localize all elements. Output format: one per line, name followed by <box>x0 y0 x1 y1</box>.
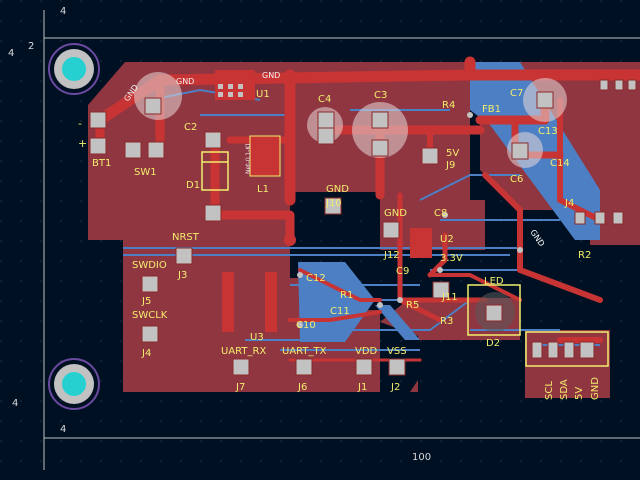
label-c12: C12 <box>306 273 326 284</box>
label-sw1: SW1 <box>134 167 157 178</box>
label-5v: 5V <box>446 148 459 159</box>
label-uart-tx: UART_TX <box>282 346 327 357</box>
label-3v3: 3.3V <box>440 253 463 264</box>
label-u2: U2 <box>440 234 454 245</box>
label-j10: J10 <box>325 198 342 209</box>
label-r5: R5 <box>406 300 419 311</box>
label-r3: R3 <box>440 316 453 327</box>
label-j3: J3 <box>177 270 187 281</box>
label-r1: R1 <box>340 290 353 301</box>
label-c11: C11 <box>330 306 350 317</box>
label-scl: SCL <box>544 381 555 400</box>
dim-left-top: 4 <box>8 48 14 59</box>
label-j11: J11 <box>441 292 458 303</box>
label-j6: J6 <box>297 382 307 393</box>
label-nrst: NRST <box>172 232 200 243</box>
label-gnd-3: GND <box>262 71 280 80</box>
smd-pads <box>215 70 432 332</box>
label-u3: U3 <box>250 332 264 343</box>
label-5v-hdr: 5V <box>574 387 585 400</box>
label-u1: U1 <box>256 89 270 100</box>
label-gnd-j10: GND <box>326 184 349 195</box>
label-j9: J9 <box>445 160 455 171</box>
dim-bottom-left: 4 <box>12 398 18 409</box>
vias <box>284 112 523 328</box>
label-d1: D1 <box>186 180 200 191</box>
label-c13: C13 <box>538 126 558 137</box>
label-c2: C2 <box>184 122 197 133</box>
label-gnd-j12: GND <box>384 208 407 219</box>
diode-d1 <box>201 151 229 191</box>
label-j12: J12 <box>383 250 400 261</box>
label-d2: D2 <box>486 338 500 349</box>
label-c6: C6 <box>510 174 523 185</box>
label-j1: J1 <box>357 382 367 393</box>
led-outline <box>467 284 521 336</box>
label-gnd-hdr: GND <box>590 377 601 400</box>
mounting-hole-top <box>48 43 100 95</box>
label-r4: R4 <box>442 100 455 111</box>
label-swclk: SWCLK <box>132 310 168 321</box>
label-c4: C4 <box>318 94 331 105</box>
minus-mark: - <box>78 117 82 130</box>
label-fb1: FB1 <box>482 104 501 115</box>
label-c9: C9 <box>396 266 409 277</box>
label-j7: J7 <box>235 382 245 393</box>
label-j2: J2 <box>390 382 400 393</box>
label-swdio: SWDIO <box>132 260 167 271</box>
dim-left-offset: 2 <box>28 41 34 52</box>
label-vss: VSS <box>387 346 407 357</box>
label-vdd: VDD <box>355 346 378 357</box>
polarity-marks: - + <box>78 117 87 150</box>
label-c14: C14 <box>550 158 570 169</box>
connector-j4-outline <box>525 331 609 367</box>
label-bt1: BT1 <box>92 158 111 169</box>
dim-top: 4 <box>60 6 66 17</box>
label-j5: J5 <box>141 296 151 307</box>
label-led: LED <box>484 276 504 287</box>
dimension-markers: 4 4 2 4 4 100 <box>8 6 431 463</box>
label-c7: C7 <box>510 88 523 99</box>
dim-width: 100 <box>412 452 431 463</box>
label-l1: L1 <box>257 184 269 195</box>
dim-bottom-width: 4 <box>60 424 66 435</box>
silkscreen-labels: GND GND GND U1 C2 C4 C3 R4 FB1 C7 C13 C6… <box>92 71 601 400</box>
label-uart-rx: UART_RX <box>221 346 266 357</box>
label-j4: J4 <box>141 348 151 359</box>
mounting-hole-bottom <box>48 358 100 410</box>
label-net-l1: Net-(L1-K) <box>245 143 252 174</box>
label-c8: C8 <box>434 208 447 219</box>
board-outline <box>43 10 640 470</box>
label-c10: C10 <box>296 320 316 331</box>
pads <box>89 79 637 376</box>
label-r2: R2 <box>578 250 591 261</box>
plus-mark: + <box>78 137 87 150</box>
label-c3: C3 <box>374 90 387 101</box>
label-sda: SDA <box>559 379 570 400</box>
label-gnd-1: GND <box>176 77 194 86</box>
label-j4-upper: J4 <box>564 198 574 209</box>
